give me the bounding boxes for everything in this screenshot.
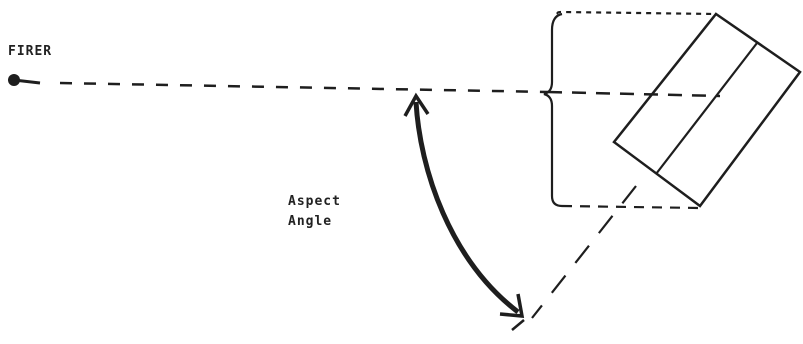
target-vehicle-divider — [655, 42, 758, 175]
target-bracket-bottom — [561, 204, 701, 210]
firer-stub-line — [13, 78, 41, 85]
line-of-fire-through-target — [547, 90, 721, 98]
target-bracket-brace — [543, 12, 563, 208]
aspect-angle-label-line2: Angle — [288, 214, 333, 229]
line-of-fire — [59, 81, 549, 94]
aspect-angle-arc — [413, 101, 520, 314]
arc-arrowhead-top — [403, 92, 430, 117]
aspect-angle-label-line1: Aspect — [288, 194, 341, 209]
arc-arrowhead-bottom — [499, 293, 525, 318]
arc-tail-tick — [511, 319, 525, 331]
firer-label: FIRER — [8, 44, 53, 59]
target-vehicle-outline — [612, 12, 802, 208]
target-axis-line — [531, 185, 637, 319]
target-bracket-top — [556, 10, 717, 16]
